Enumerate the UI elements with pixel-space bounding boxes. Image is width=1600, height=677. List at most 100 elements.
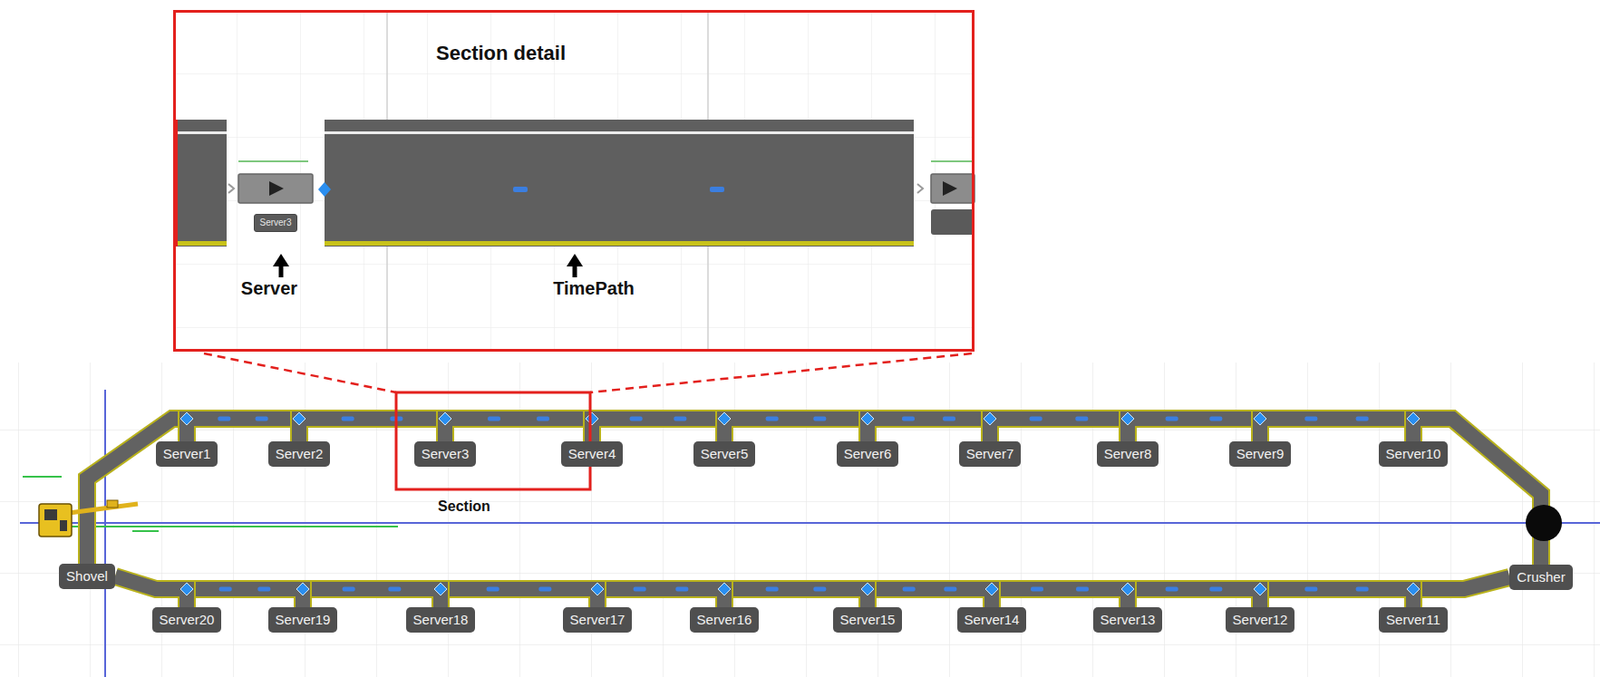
tag-text: Server14 xyxy=(964,611,1020,629)
tag-text: Server7 xyxy=(966,446,1015,463)
queue-line xyxy=(930,160,975,163)
path-marker xyxy=(1165,587,1179,592)
path-node xyxy=(180,412,194,426)
object-tag: Server16 xyxy=(689,607,760,633)
path-marker xyxy=(942,416,956,422)
axis-line xyxy=(104,389,107,677)
object-tag: Server7 xyxy=(959,441,1022,467)
entry-chevron xyxy=(917,184,923,194)
object-tag: Server10 xyxy=(1378,441,1449,467)
path-marker xyxy=(487,416,501,422)
timepath-group xyxy=(1260,589,1414,608)
timepath xyxy=(724,589,868,608)
object-tag: Server12 xyxy=(1225,607,1296,633)
path-node xyxy=(296,582,310,596)
timepath xyxy=(186,418,300,442)
tag-text: Server4 xyxy=(568,446,617,463)
timepath-group xyxy=(1127,418,1261,442)
object-tag: Server19 xyxy=(268,607,339,633)
timepath-edge xyxy=(867,418,990,442)
tag-text: Server3 xyxy=(259,217,291,229)
path-marker xyxy=(813,416,826,422)
timepath xyxy=(302,589,441,608)
path-marker xyxy=(813,587,826,592)
path-marker xyxy=(1076,587,1089,592)
timepath xyxy=(867,589,992,608)
axis-line xyxy=(19,522,1600,524)
path-marker xyxy=(709,186,725,193)
timepath xyxy=(87,418,187,564)
timepath xyxy=(440,589,598,608)
path-node xyxy=(1406,582,1420,596)
object-tag: Server18 xyxy=(406,607,476,633)
tag-text: Server18 xyxy=(413,611,469,629)
timepath-group xyxy=(724,418,868,442)
object-tag: Server9 xyxy=(1229,441,1292,467)
path-marker xyxy=(1209,416,1222,422)
shovel-icon xyxy=(38,504,72,537)
timepath-band xyxy=(177,241,227,246)
tag-text: Server9 xyxy=(1236,446,1285,463)
pointer-arrow xyxy=(279,264,284,278)
tag-text: Server8 xyxy=(1104,446,1153,463)
guide-line xyxy=(132,530,159,533)
timepath-edge xyxy=(299,418,446,442)
path-marker xyxy=(219,587,233,592)
path-node xyxy=(717,582,731,596)
timepath-group xyxy=(867,589,992,608)
tag-text: Server20 xyxy=(159,611,215,629)
object-tag: Shovel xyxy=(58,563,116,590)
tag-text: Server16 xyxy=(697,611,753,629)
timepath-edge xyxy=(186,418,300,442)
path-node xyxy=(1121,582,1135,596)
timepath-edge xyxy=(1413,577,1510,608)
timepath-group xyxy=(724,589,868,608)
timepath-edge xyxy=(1127,418,1261,442)
server-tag-cut xyxy=(930,209,975,235)
path-marker xyxy=(1356,587,1369,592)
path-node xyxy=(717,412,731,426)
object-tag: Server8 xyxy=(1096,441,1160,467)
object-tag: Server11 xyxy=(1378,607,1448,633)
zoom-line xyxy=(590,353,972,393)
path-node xyxy=(983,412,997,426)
timepath-edge xyxy=(991,589,1128,608)
path-marker xyxy=(1165,416,1179,422)
shovel-arm xyxy=(106,500,118,508)
timepath xyxy=(1260,418,1414,442)
timepath-band xyxy=(177,131,227,135)
path-marker xyxy=(538,587,552,592)
timepath xyxy=(591,418,725,442)
timepath xyxy=(724,418,868,442)
path-marker xyxy=(766,416,779,422)
tag-text: Server13 xyxy=(1100,611,1156,629)
object-tag: Server1 xyxy=(155,441,219,467)
path-marker xyxy=(675,587,689,592)
tag-text: Server3 xyxy=(421,446,470,463)
path-node xyxy=(438,412,452,426)
object-tag: Server2 xyxy=(268,441,331,467)
pointer-arrow xyxy=(272,253,290,267)
timepath-edge xyxy=(597,589,725,608)
timepath-group xyxy=(445,418,592,442)
section-frame xyxy=(396,392,591,490)
tag-text: Server10 xyxy=(1386,446,1442,463)
timepath-group xyxy=(302,589,441,608)
path-node xyxy=(434,582,447,596)
grid xyxy=(0,362,1600,677)
timepath-edge xyxy=(115,576,187,608)
object-tag: Server6 xyxy=(836,441,900,467)
timepath-edge xyxy=(724,589,868,608)
pointer-arrow xyxy=(566,253,583,267)
zoom-line xyxy=(203,353,397,393)
timepath-edge xyxy=(1260,589,1414,608)
path-marker xyxy=(1209,587,1222,592)
shovel-icon xyxy=(44,509,58,521)
timepath-band xyxy=(324,241,914,246)
tag-text: Server1 xyxy=(163,446,212,463)
tag-text: Server2 xyxy=(275,446,324,463)
path-marker xyxy=(673,416,687,422)
timepath-group xyxy=(591,418,725,442)
